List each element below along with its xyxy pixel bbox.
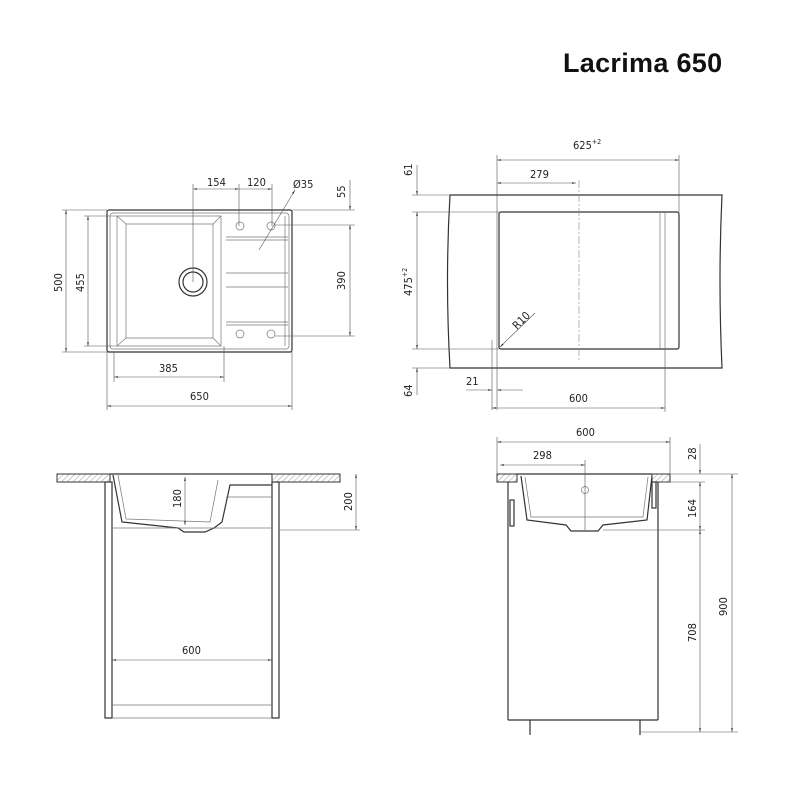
dim-279: 279 (530, 168, 549, 181)
dim-21: 21 (466, 375, 479, 388)
dim-600-front: 600 (182, 644, 201, 657)
dim-diameter-35: Ø35 (293, 178, 313, 191)
dim-164: 164 (686, 499, 699, 518)
dim-55: 55 (335, 185, 348, 198)
dim-180: 180 (171, 489, 184, 508)
dim-385: 385 (159, 362, 178, 375)
product-title: Lacrima 650 (563, 48, 723, 78)
dim-600-side: 600 (576, 426, 595, 439)
dim-650: 650 (190, 390, 209, 403)
dim-120: 120 (247, 176, 266, 189)
dim-200: 200 (342, 492, 355, 511)
countertop-cutout-view: 625+2 279 61 475+2 64 21 600 R10 (401, 138, 723, 412)
dim-625: 625+2 (573, 138, 601, 152)
dim-475: 475+2 (401, 268, 415, 296)
dim-390: 390 (335, 271, 348, 290)
dim-455: 455 (74, 273, 87, 292)
dim-900: 900 (717, 597, 730, 616)
dim-500: 500 (52, 273, 65, 292)
dim-154: 154 (207, 176, 226, 189)
cabinet-front-view: 180 200 600 (56, 473, 360, 719)
dim-28: 28 (686, 447, 699, 460)
sink-top-view: 154 120 Ø35 55 390 500 455 385 650 (52, 176, 355, 410)
cabinet-side-view: 600 298 28 164 708 900 (496, 426, 738, 735)
dim-708: 708 (686, 623, 699, 642)
dim-600-cutout: 600 (569, 392, 588, 405)
dim-r10: R10 (510, 309, 533, 332)
dim-64: 64 (402, 384, 415, 397)
dim-298: 298 (533, 449, 552, 462)
dim-61: 61 (402, 163, 415, 176)
